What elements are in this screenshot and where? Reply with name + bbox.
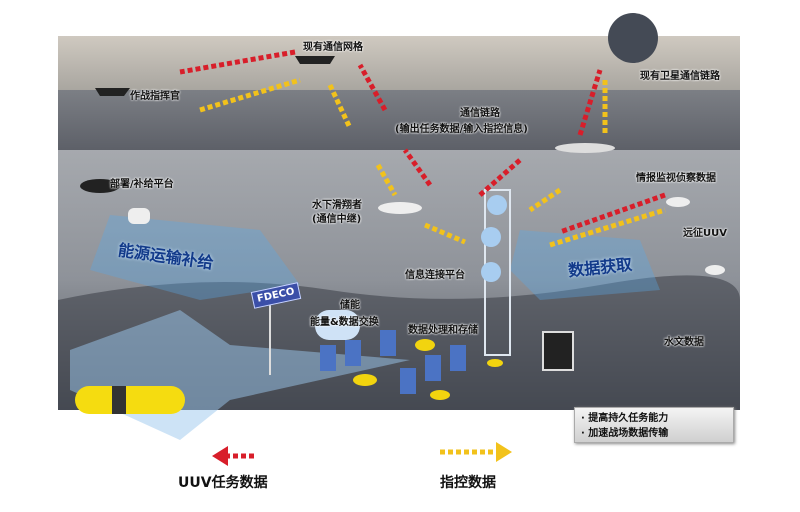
docking-stations xyxy=(320,330,466,394)
uuv-icon xyxy=(705,265,725,275)
server-icon xyxy=(542,331,574,371)
data-glow xyxy=(510,230,660,300)
benefits-box: · 提高持久任务能力 · 加速战场数据传输 xyxy=(574,407,734,443)
sea-surface xyxy=(58,90,740,150)
energy-glow xyxy=(90,215,300,300)
label-info-platform: 信息连接平台 xyxy=(405,270,465,281)
uuv-icon xyxy=(666,197,690,207)
label-data-processing: 数据处理和存储 xyxy=(408,325,478,336)
glider-icon xyxy=(378,202,422,214)
submarine-icon xyxy=(80,179,120,193)
label-isr-data: 情报监视侦察数据 xyxy=(636,173,716,184)
label-deploy-platform: 部署/补给平台 xyxy=(110,179,174,190)
label-comm-link-detail: (输出任务数据/输入指控信息) xyxy=(395,124,528,135)
energy-pod-icon xyxy=(128,208,150,224)
surface-buoy-icon xyxy=(555,143,615,153)
label-expedition-uuv: 远征UUV xyxy=(683,228,727,239)
label-energy-storage: 储能 xyxy=(340,300,360,311)
energy-storage-icon xyxy=(315,310,360,340)
benefit-item: · 提高持久任务能力 xyxy=(581,413,669,424)
ship-icon xyxy=(95,88,130,96)
label-comm-link: 通信链路 xyxy=(460,108,500,119)
control-data-arrows xyxy=(199,77,666,248)
legend-control-data: 指控数据 xyxy=(440,475,496,491)
satellite-icon xyxy=(608,13,658,63)
main-uuv-icon xyxy=(75,386,185,414)
label-energy-data-exchange: 能量&数据交换 xyxy=(310,317,379,328)
label-satellite-link: 现有卫星通信链路 xyxy=(640,71,720,82)
uuv-data-arrows xyxy=(179,49,666,235)
aircraft-icon xyxy=(295,56,335,64)
label-glider-detail: (通信中继) xyxy=(312,214,362,225)
label-hydro-data: 水文数据 xyxy=(664,337,704,348)
label-commander: 作战指挥官 xyxy=(130,91,180,102)
label-glider: 水下滑翔者 xyxy=(312,200,362,211)
benefit-item: · 加速战场数据传输 xyxy=(581,428,669,439)
label-existing-network: 现有通信网格 xyxy=(303,42,363,53)
legend-uuv-data: UUV任务数据 xyxy=(178,475,268,491)
mini-uuvs xyxy=(353,339,503,400)
